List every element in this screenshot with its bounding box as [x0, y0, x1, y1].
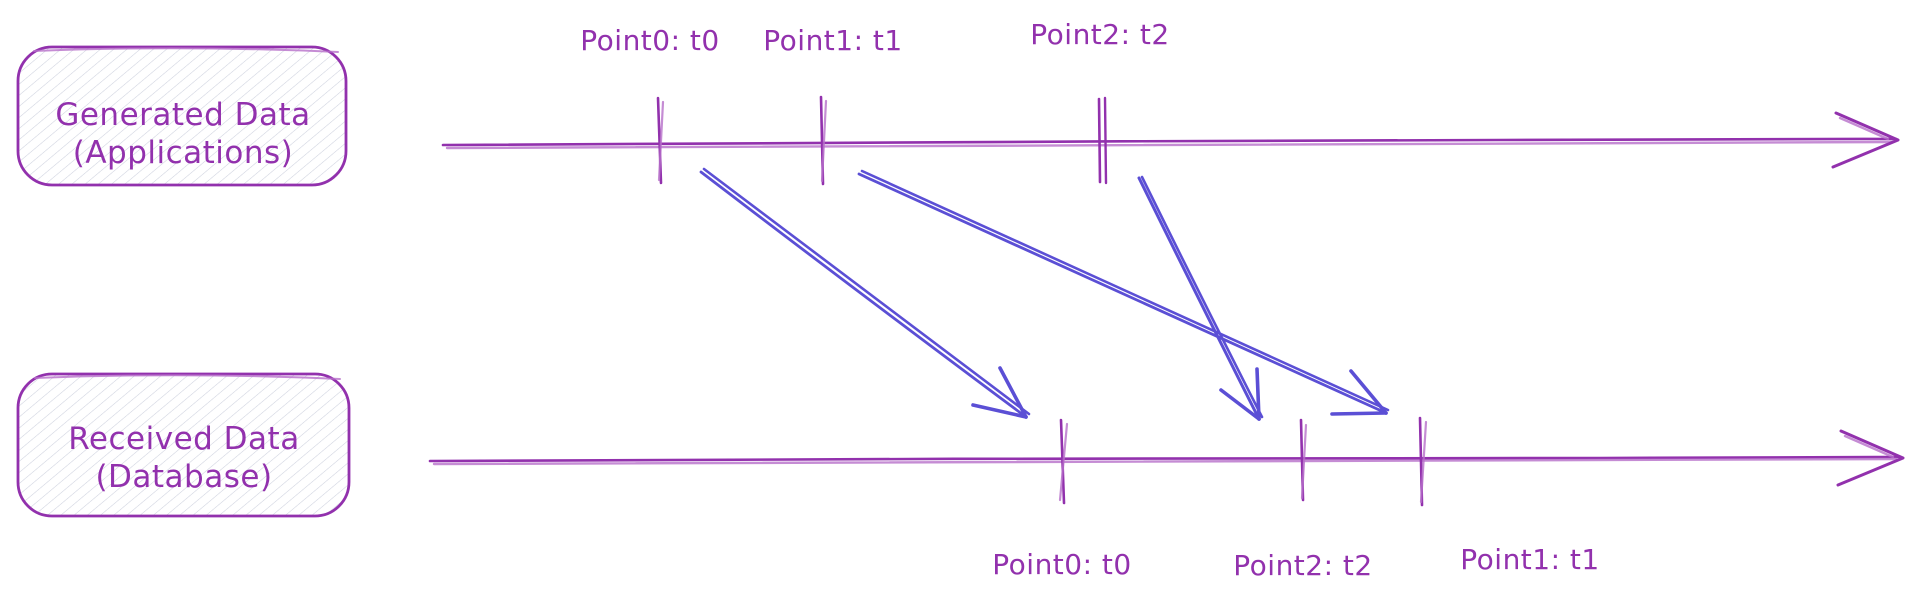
arrowhead-icon: [1330, 369, 1388, 416]
generated-timeline-axis-sketch: [445, 140, 1895, 150]
tick-sketch: [1300, 423, 1308, 500]
received-box-label: Received Data: [68, 421, 299, 457]
received-box-sublabel: (Database): [95, 459, 272, 495]
arrowhead-stroke: [1349, 369, 1388, 415]
arrow-shaft-sketch: [860, 169, 1390, 412]
received-tick-point0: [1058, 418, 1069, 505]
received-timeline-axis-sketch: [432, 457, 1898, 466]
delivery-arrow-point1: [857, 169, 1390, 416]
arrowhead-stroke: [998, 366, 1028, 419]
arrowhead-chevron: [1831, 111, 1900, 169]
arrowhead-stroke: [1330, 411, 1388, 416]
received-label-point2: Point2: t2: [1233, 549, 1372, 582]
generated-label-point1: Point1: t1: [763, 24, 902, 57]
tick-sketch: [1103, 96, 1108, 185]
received-label-point1: Point1: t1: [1460, 543, 1599, 576]
generated-timeline-axis: [441, 137, 1898, 147]
received-box-hatch: [18, 374, 349, 516]
tick-sketch: [820, 99, 828, 183]
tick-sketch: [1058, 422, 1069, 502]
received-tick-point2: [1299, 418, 1308, 502]
arrow-shaft: [857, 172, 1388, 415]
generated-tick-point1: [819, 95, 828, 186]
generated-timeline-arrowhead-icon: [1831, 111, 1900, 169]
received-data-box: Received Data (Database): [16, 372, 351, 518]
generated-box-label: Generated Data: [55, 97, 310, 133]
received-box-border-sketch: [34, 374, 341, 380]
generated-box-sublabel: (Applications): [73, 135, 294, 171]
arrow-shaft-sketch: [1140, 175, 1264, 419]
arrowhead-stroke: [971, 403, 1028, 419]
arrow-shaft: [699, 170, 1028, 419]
received-timeline-axis: [428, 455, 1902, 463]
received-label-point0: Point0: t0: [992, 548, 1131, 581]
arrowhead-stroke: [1219, 388, 1261, 421]
generated-label-point2: Point2: t2: [1030, 18, 1169, 51]
generated-box-border-sketch: [33, 47, 339, 53]
generated-box-hatch: [18, 47, 346, 185]
received-timeline: Point0: t0 Point2: t2 Point1: t1: [428, 416, 1905, 582]
generated-tick-point2: [1097, 96, 1108, 185]
arrowhead-sketch: [1843, 434, 1895, 459]
arrowhead-icon: [971, 366, 1028, 419]
delivery-arrow-point2: [1137, 175, 1264, 421]
arrowhead-icon: [1219, 367, 1261, 421]
arrowhead-stroke: [1255, 367, 1261, 421]
arrow-shaft-sketch: [702, 167, 1031, 416]
tick-sketch: [657, 100, 665, 182]
received-tick-point1: [1418, 416, 1428, 507]
arrowhead-chevron: [1836, 429, 1905, 487]
generated-tick-point0: [656, 96, 665, 185]
received-timeline-arrowhead-icon: [1836, 429, 1905, 487]
arrowhead-sketch: [1838, 116, 1890, 141]
delivery-arrow-point0: [699, 167, 1031, 419]
received-box-border: [16, 372, 351, 518]
generated-data-box: Generated Data (Applications): [16, 45, 348, 187]
generated-box-border: [16, 45, 348, 187]
generated-label-point0: Point0: t0: [580, 24, 719, 57]
arrow-shaft: [1137, 176, 1261, 421]
tick-stroke: [1097, 97, 1102, 184]
tick-sketch: [1419, 420, 1428, 504]
generated-timeline: Point0: t0 Point1: t1 Point2: t2: [441, 18, 1900, 186]
